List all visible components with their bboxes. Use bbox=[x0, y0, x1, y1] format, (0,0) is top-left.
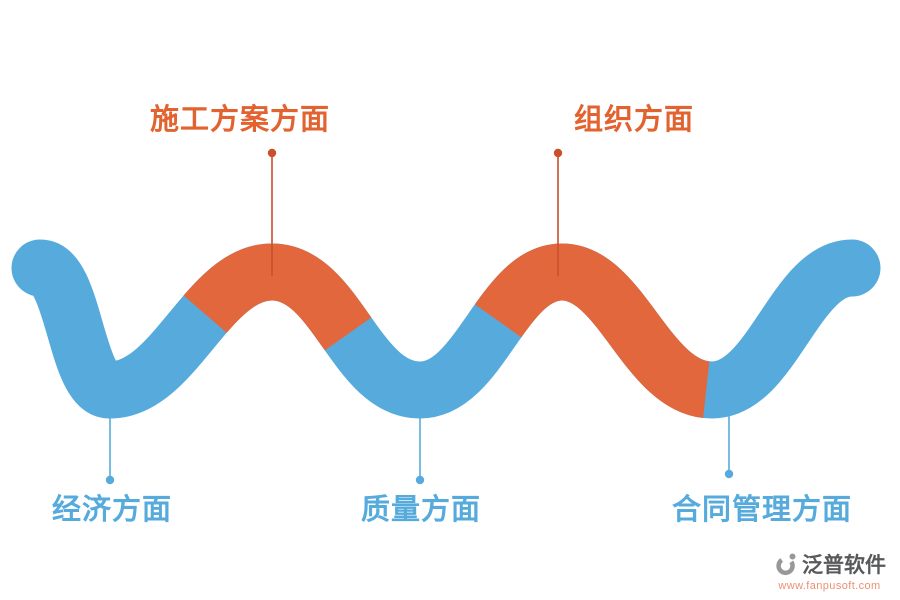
label-organization: 组织方面 bbox=[573, 104, 695, 136]
connector-dot-organization bbox=[553, 148, 563, 158]
wave-ribbon-blue bbox=[11, 239, 881, 419]
connector-dot-economy bbox=[105, 475, 115, 485]
connector-dot-quality bbox=[415, 475, 425, 485]
connector-dot-construction bbox=[267, 148, 277, 158]
brand-watermark: 泛普软件 www.fanpusoft.com bbox=[773, 549, 886, 592]
connector-dot-contract bbox=[724, 469, 734, 479]
label-quality: 质量方面 bbox=[360, 494, 482, 526]
brand-url: www.fanpusoft.com bbox=[778, 580, 881, 592]
label-construction-plan: 施工方案方面 bbox=[149, 104, 331, 136]
label-economy: 经济方面 bbox=[51, 494, 173, 526]
fanpu-logo-icon bbox=[776, 553, 796, 576]
brand-name: 泛普软件 bbox=[802, 554, 886, 577]
label-contract-management: 合同管理方面 bbox=[671, 494, 853, 526]
